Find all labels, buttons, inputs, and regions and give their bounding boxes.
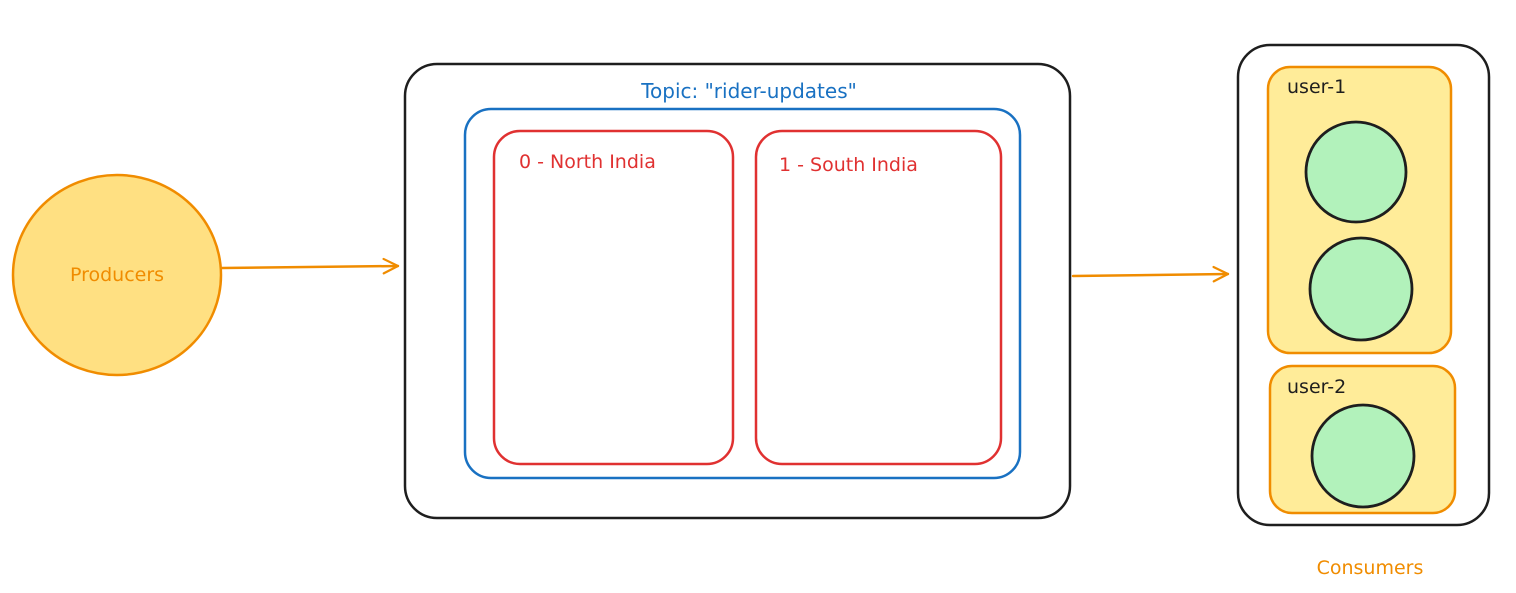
- consumer-group-user-1-label: user-1: [1287, 76, 1346, 98]
- consumer-user-2-a[interactable]: [1310, 403, 1416, 509]
- consumer-group-user-2-label: user-2: [1287, 376, 1346, 398]
- partition-1[interactable]: 1 - South India: [754, 129, 1003, 466]
- producers-label: Producers: [70, 264, 164, 286]
- partition-0[interactable]: 0 - North India: [492, 129, 735, 466]
- broker-box[interactable]: [403, 62, 1072, 520]
- topic-to-consumers-arrow: [1071, 265, 1230, 283]
- topic-label: Topic: "rider-updates": [640, 79, 857, 103]
- consumer-user-1-b[interactable]: [1308, 236, 1414, 342]
- producers-circle: [11, 173, 223, 377]
- consumer-group-user-2[interactable]: user-2: [1268, 364, 1457, 515]
- partition-0-box: [492, 129, 735, 466]
- partition-1-label: 1 - South India: [779, 154, 918, 176]
- producers-node[interactable]: Producers: [11, 173, 223, 377]
- partition-1-box: [754, 129, 1003, 466]
- partition-0-label: 0 - North India: [519, 151, 656, 173]
- topic-box[interactable]: [463, 107, 1022, 480]
- consumers-label: Consumers: [1317, 557, 1424, 579]
- consumer-group-user-1[interactable]: user-1: [1266, 65, 1453, 355]
- consumer-user-1-a[interactable]: [1304, 120, 1408, 224]
- producers-to-topic-arrow: [220, 257, 400, 275]
